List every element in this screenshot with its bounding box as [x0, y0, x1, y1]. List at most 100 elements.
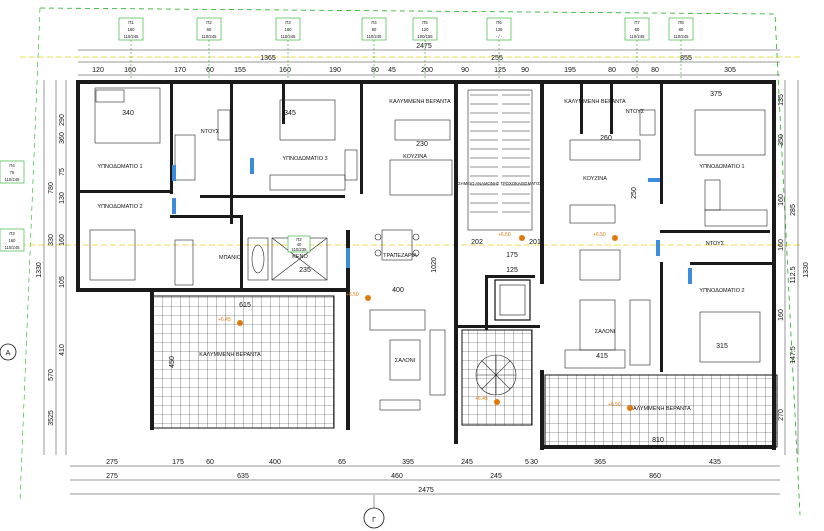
opening-id: Π8 — [678, 20, 684, 25]
dim-top-seg: 195 — [564, 67, 576, 74]
dim-left-overall: 1330 — [36, 262, 43, 278]
opening-height: 110/245 — [5, 177, 20, 182]
opening-width: 60 — [207, 27, 212, 32]
dim-top-right: 855 — [680, 55, 692, 62]
grid-axes — [20, 56, 800, 246]
dim-top-overall: 2475 — [416, 43, 432, 50]
section-marks: Α Γ — [0, 343, 385, 529]
plot-boundary — [39, 7, 801, 516]
dim-bottom-seg-a: 175 — [172, 459, 184, 466]
level-dining: +6.50 — [346, 292, 359, 298]
dim-lift-a: 175 — [506, 252, 518, 259]
dim-top-seg: 125 — [494, 67, 506, 74]
label-dining: ΤΡΑΠΕΖΑΡΙΑ — [383, 253, 417, 259]
dim-right-seg: 160 — [778, 239, 785, 251]
dim-top-seg: 305 — [724, 67, 736, 74]
lift-shaft — [494, 279, 531, 321]
label-veranda-left: ΚΑΛΥΜΜΕΝΗ ΒΕΡΑΝΤΑ — [199, 352, 261, 358]
dim-bottom-seg-b: 635 — [237, 473, 249, 480]
dim-top-seg: 155 — [234, 67, 246, 74]
dim-top-seg: 160 — [124, 67, 136, 74]
dim-top-seg: 80 — [608, 67, 616, 74]
dim-wc: 235 — [299, 267, 311, 274]
label-bed1-right: ΥΠΝΟΔΩΜΑΤΙΟ 1 — [699, 164, 744, 170]
dim-left-seg: 330 — [48, 234, 55, 246]
dim-top-seg: 200 — [421, 67, 433, 74]
dim-bottom-seg-a: 60 — [206, 459, 214, 466]
dim-left-seg: 3525 — [48, 410, 55, 426]
label-veranda-right-top: ΚΑΛΥΜΜΕΝΗ ΒΕΡΑΝΤΑ — [564, 99, 626, 105]
dim-right-seg: 147.5 — [790, 346, 797, 364]
opening-height: 110/245 — [281, 34, 296, 39]
label-kitchen-right: ΚΟΥΖΙΝΑ — [583, 176, 607, 182]
dim-top-seg: 170 — [174, 67, 186, 74]
courtyard-area — [461, 329, 533, 426]
window-markers — [172, 158, 692, 284]
opening-width: 60 — [635, 27, 640, 32]
dim-bottom-seg-b: 275 — [106, 473, 118, 480]
dim-bottom-seg-a: 275 — [106, 459, 118, 466]
room-labels: ΥΠΝΟΔΩΜΑΤΙΟ 1 ΥΠΝΟΔΩΜΑΤΙΟ 2 ΥΠΝΟΔΩΜΑΤΙΟ … — [97, 99, 744, 412]
room-dimensions: 340 345 230 400 615 450 235 1020 260 250… — [122, 91, 728, 444]
level-markers: +6.45 +6.50 +6.50 +6.50 +6.45 +6.50 — [218, 232, 633, 411]
opening-width: 160 — [285, 27, 293, 32]
label-shower-right: ΝΤΟΥΣ — [706, 241, 725, 247]
dim-veranda-left-w: 615 — [239, 302, 251, 309]
opening-height: - / - — [496, 34, 503, 39]
veranda-left-area — [151, 295, 335, 429]
dim-top-seg: 80 — [371, 67, 379, 74]
dim-right-seg: 135 — [778, 94, 785, 106]
dim-top-seg: 90 — [461, 67, 469, 74]
dim-bottom-seg-a: 395 — [402, 459, 414, 466]
dim-left-seg: 410 — [59, 344, 66, 356]
label-shower-right-top: ΝΤΟΥΣ — [626, 109, 645, 115]
label-living-left: ΣΑΛΟΝΙ — [395, 358, 416, 364]
dim-bottom-seg-b: 245 — [490, 473, 502, 480]
dim-kitchen-right-w: 260 — [600, 135, 612, 142]
label-bed2-right: ΥΠΝΟΔΩΜΑΤΙΟ 2 — [699, 288, 744, 294]
dim-left-upper: 780 — [48, 182, 55, 194]
dim-top-seg: 120 — [92, 67, 104, 74]
dim-living-right: 415 — [596, 353, 608, 360]
door-angle-right: 201 — [529, 239, 541, 246]
opening-height: 110/245 — [5, 245, 20, 250]
walls — [76, 80, 776, 450]
opening-id: Π4 — [371, 20, 377, 25]
dim-bottom-seg-a: 30 — [530, 459, 538, 466]
dim-bottom-seg-a: 5 — [525, 459, 529, 466]
section-mark-g: Γ — [372, 517, 376, 524]
opening-inner-tag: Π2 40 110/235 — [287, 235, 311, 253]
opening-height: 110/245 — [630, 34, 645, 39]
opening-width: 160 — [9, 238, 17, 243]
dim-bed1-left: 340 — [122, 110, 134, 117]
dim-left-lower: 570 — [48, 369, 55, 381]
label-stairs: ΣΗΜΕΙΟ ΑΝΑΜΟΝΗΣ ΤΡΟΧΟΚΑΘΙΣΜΑΤΟΣ — [458, 181, 542, 186]
dim-right-seg: 112.5 — [790, 266, 797, 283]
dim-left-seg: 75 — [59, 168, 66, 176]
opening-id: Π5 — [422, 20, 428, 25]
level-veranda-left: +6.45 — [218, 317, 231, 323]
opening-inner-w: 40 — [297, 242, 302, 247]
label-void: ΚΕΝΟ — [292, 254, 308, 260]
label-veranda-top: ΚΑΛΥΜΜΕΝΗ ΒΕΡΑΝΤΑ — [389, 99, 451, 105]
dim-top-mid: 255 — [491, 55, 503, 62]
opening-height: 100/155 — [417, 34, 433, 39]
dim-left-seg: 160 — [59, 234, 66, 246]
opening-id: Π2 — [206, 20, 212, 25]
plot-boundary-left — [19, 7, 41, 501]
